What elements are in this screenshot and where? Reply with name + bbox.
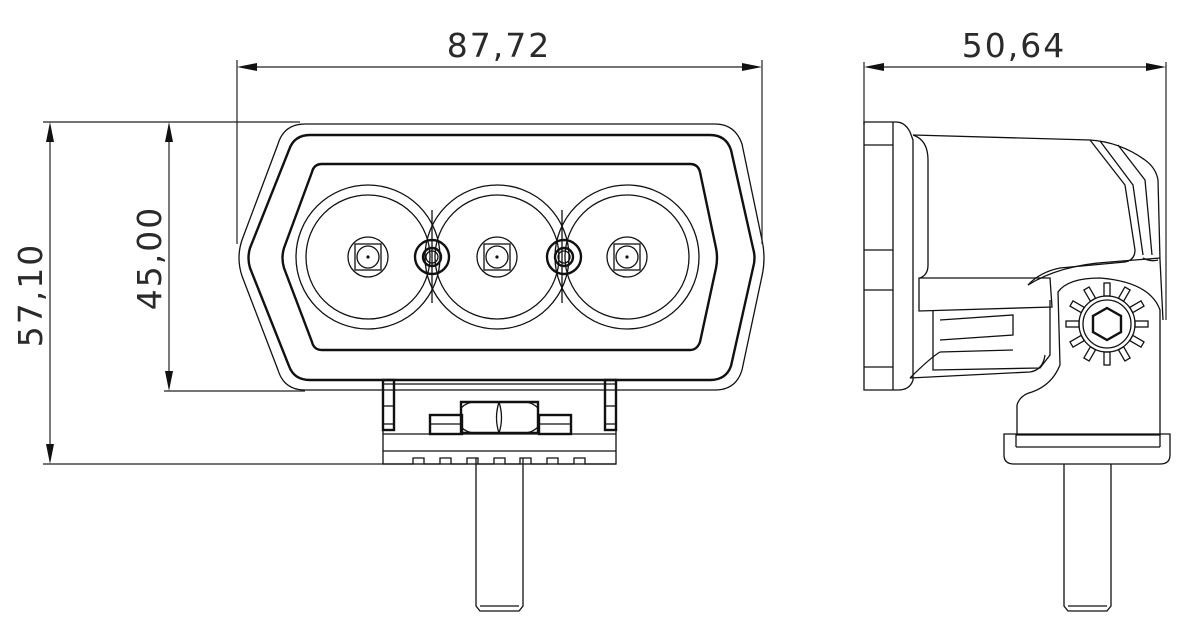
- led-chip-icon: [613, 243, 641, 271]
- mounting-bolt-front: [475, 458, 524, 612]
- housing-outer-outline: [238, 123, 765, 391]
- nut-icon: [459, 400, 540, 435]
- dimension-label-depth: 50,64: [962, 26, 1066, 65]
- dimension-housing-height: 45,00: [130, 122, 305, 392]
- led-chip-icon: [354, 243, 382, 271]
- side-housing-body: [912, 134, 1164, 321]
- housing-bezel: [247, 133, 756, 382]
- mounting-bolt-side: [1063, 464, 1112, 612]
- side-bezel: [863, 121, 914, 391]
- lens-window: [281, 162, 719, 352]
- dimension-label-housing-height: 45,00: [130, 206, 169, 310]
- dimension-front-width: 87,72: [236, 26, 763, 244]
- screw-left: [413, 238, 451, 276]
- dimension-total-height: 57,10: [11, 121, 383, 465]
- dimension-side-depth: 50,64: [863, 26, 1167, 320]
- reflector-left: [295, 184, 441, 330]
- screw-right: [545, 238, 583, 276]
- led-chip-icon: [483, 243, 511, 271]
- mounting-bracket-front: [381, 378, 618, 465]
- dimension-label-width: 87,72: [447, 26, 551, 65]
- adjustment-gear-icon: [1065, 282, 1149, 366]
- mounting-foot-side: [1003, 433, 1171, 465]
- side-view: 50,64: [863, 26, 1171, 612]
- reflector-right: [554, 184, 700, 330]
- front-view: [238, 123, 765, 612]
- dimension-label-total-height: 57,10: [11, 243, 50, 347]
- pivot-plate: [1016, 277, 1161, 436]
- reflector-center: [424, 184, 570, 330]
